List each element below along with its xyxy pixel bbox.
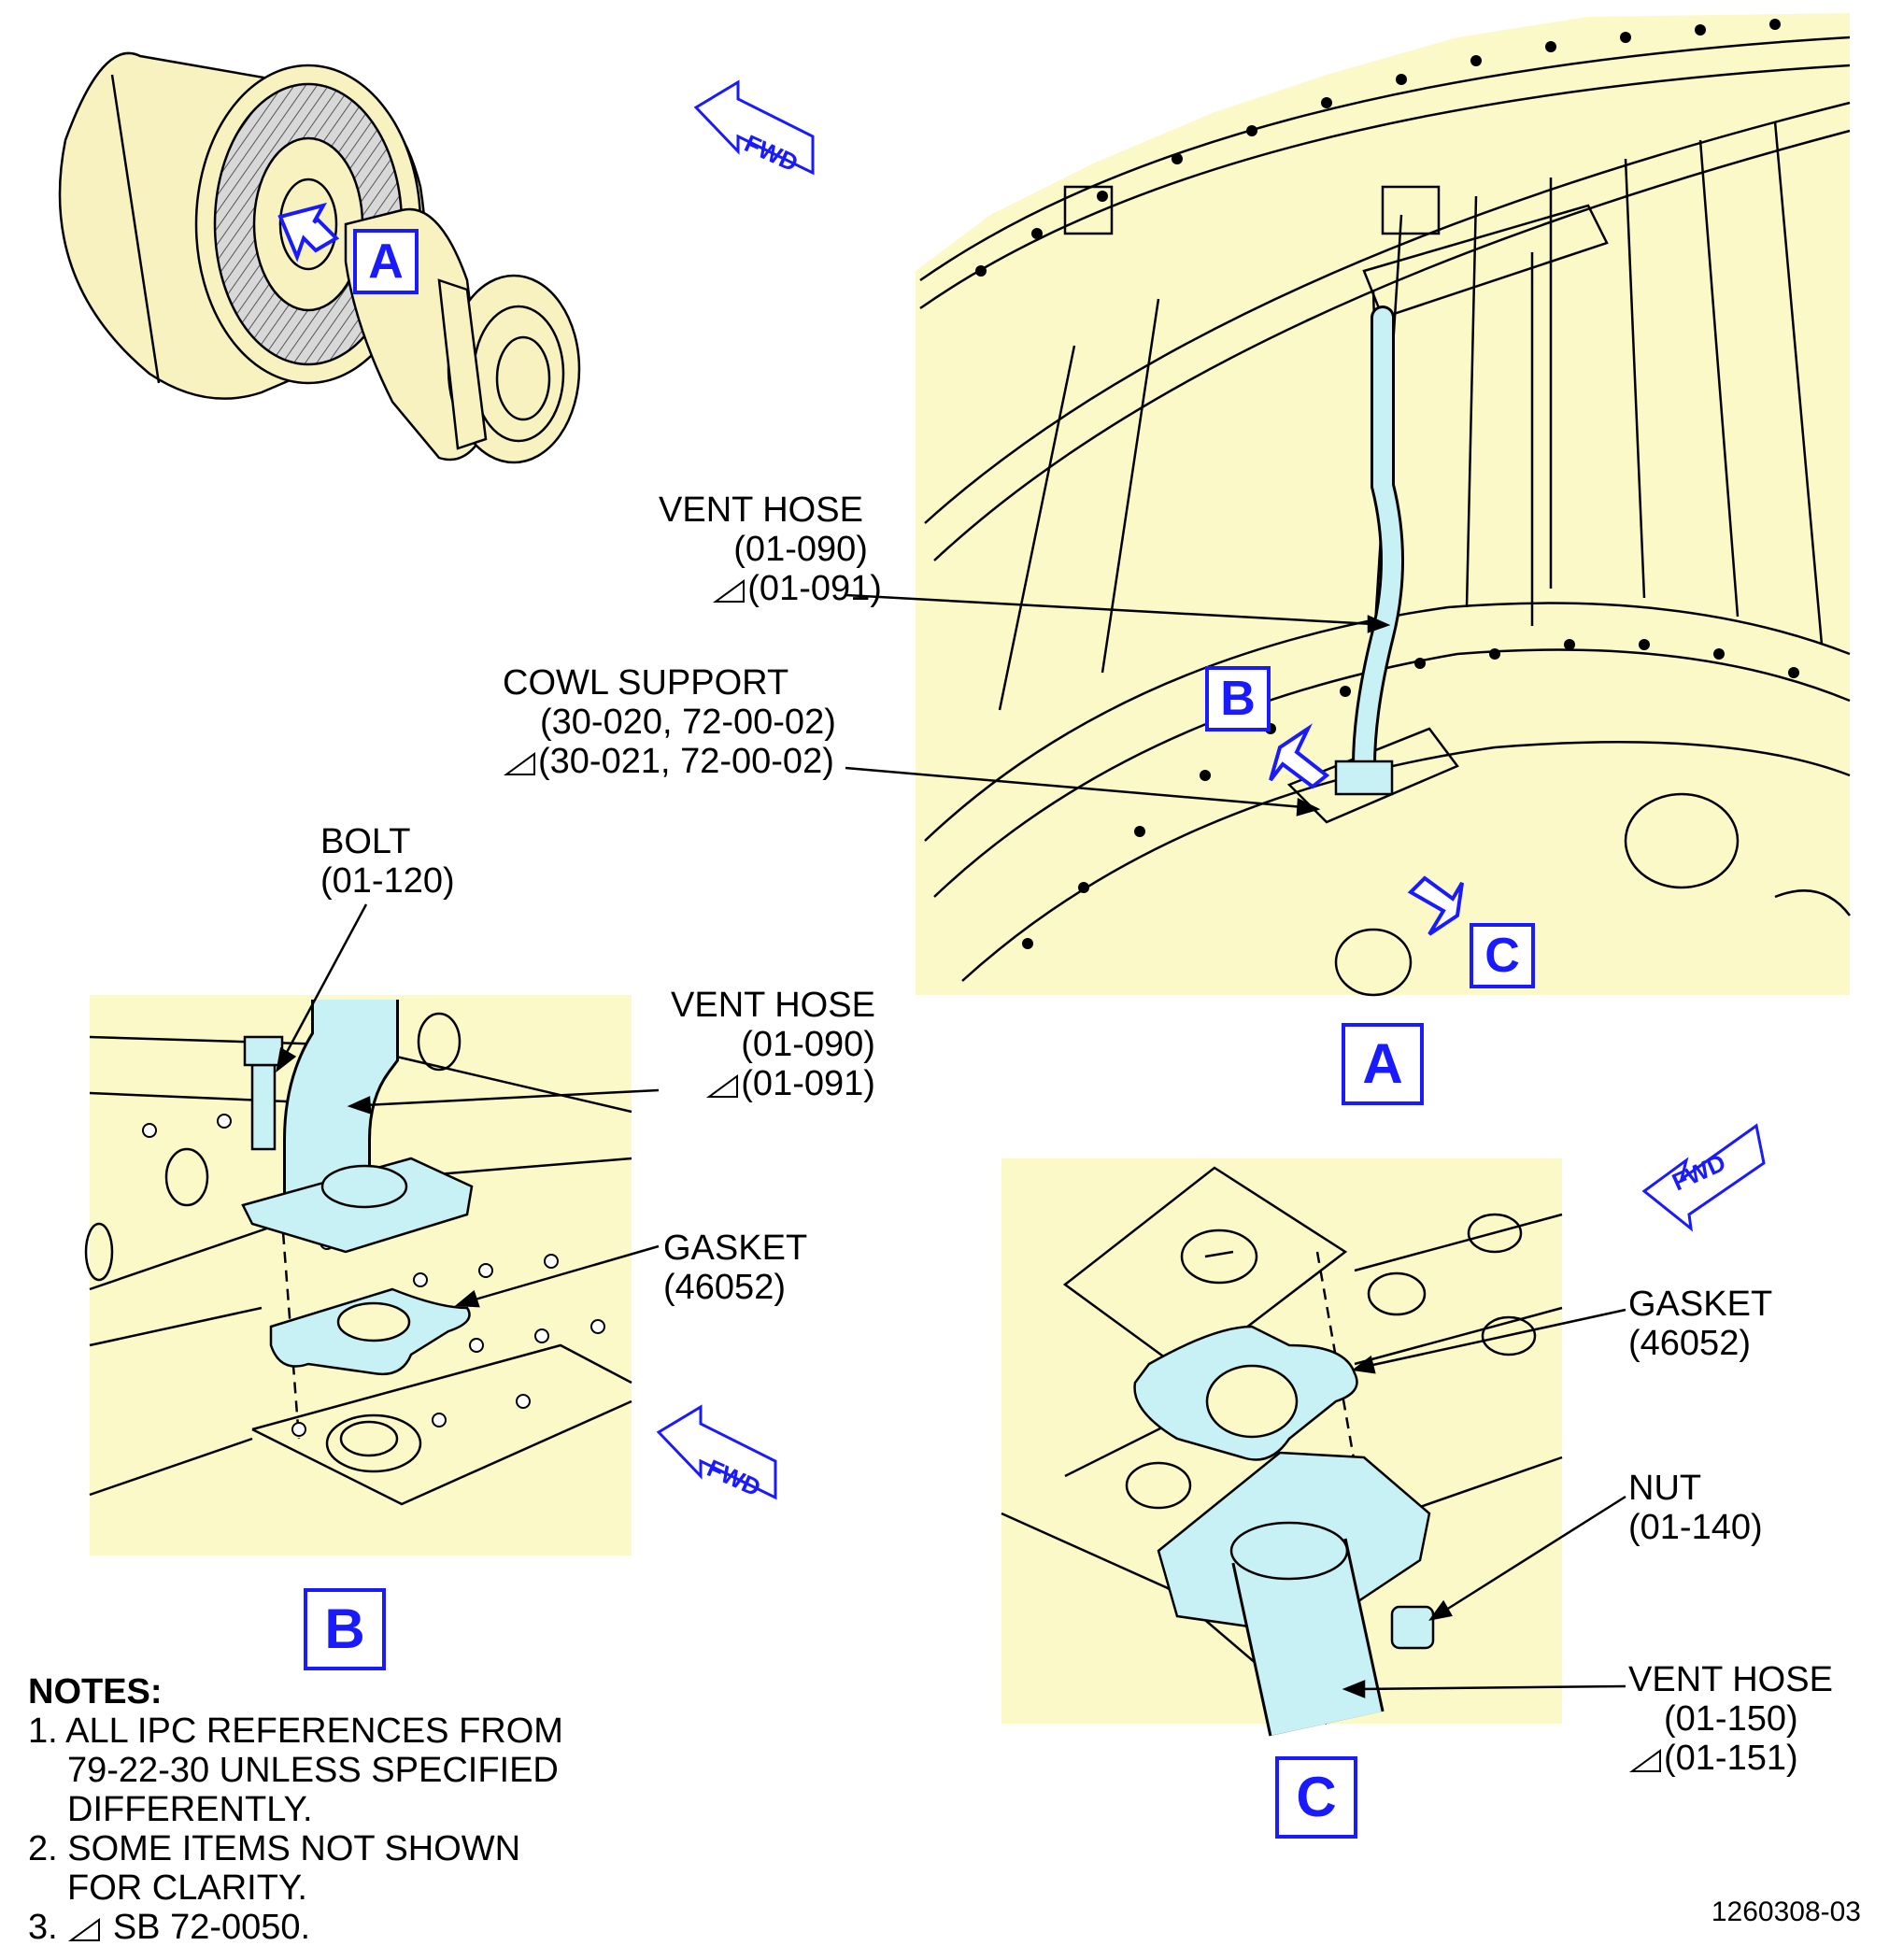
- engine-locator-drawing: [58, 51, 581, 464]
- callout-cowl-support-ref1: (30-020, 72-00-02): [540, 703, 836, 742]
- note-3-text: SB 72-0050.: [112, 1908, 311, 1947]
- notes-heading: NOTES:: [28, 1672, 163, 1711]
- view-label-a-main: A: [1342, 1023, 1424, 1105]
- callout-vent-hose-c-ref2: (01-151): [1664, 1739, 1798, 1778]
- callout-vent-hose-b-ref1: (01-090): [741, 1025, 875, 1064]
- callout-gasket-b-ref1: (46052): [663, 1268, 786, 1307]
- sb-note-triangle-icon: [1628, 1741, 1664, 1772]
- callout-vent-hose-a-ref2-row: (01-091): [659, 569, 882, 608]
- sb-note-triangle-icon: [503, 745, 538, 775]
- callout-vent-hose-b-ref2-row: (01-091): [671, 1064, 875, 1103]
- view-b-pointer-arrow: [1269, 723, 1330, 789]
- view-label-a-small: A: [353, 229, 419, 294]
- sb-note-triangle-icon: [712, 572, 747, 603]
- fwd-arrow-top: FWD: [693, 79, 815, 178]
- callout-nut-name: NUT: [1628, 1469, 1702, 1508]
- callout-cowl-support-ref2: (30-021, 72-00-02): [538, 742, 834, 781]
- view-a-drawing: [916, 13, 1851, 997]
- view-a-pointer-arrow: [277, 202, 340, 263]
- note-1-line-2: 79-22-30 UNLESS SPECIFIED: [67, 1751, 559, 1790]
- callout-vent-hose-b-ref2: (01-091): [741, 1064, 875, 1103]
- callout-vent-hose-b: VENT HOSE (01-090) (01-091): [671, 986, 875, 1103]
- fwd-arrow-b: FWD: [656, 1404, 777, 1502]
- sb-note-triangle-icon: [67, 1910, 103, 1941]
- fwd-arrow-c: FWD: [1641, 1123, 1766, 1232]
- note-1-line-1: 1. ALL IPC REFERENCES FROM: [28, 1711, 563, 1751]
- leader-lines: [276, 593, 1626, 1698]
- callout-nut-ref1: (01-140): [1628, 1508, 1763, 1547]
- note-2-line-1: 2. SOME ITEMS NOT SHOWN: [28, 1829, 521, 1868]
- callout-vent-hose-c-name: VENT HOSE: [1628, 1660, 1833, 1699]
- callout-vent-hose-a-ref2: (01-091): [747, 569, 882, 608]
- view-c-drawing: [1001, 1158, 1563, 1737]
- view-label-b-small: B: [1205, 666, 1271, 731]
- note-3-row: 3. SB 72-0050.: [28, 1908, 563, 1947]
- callout-vent-hose-b-name: VENT HOSE: [671, 986, 875, 1025]
- callout-vent-hose-c-ref1: (01-150): [1664, 1699, 1798, 1739]
- view-b-drawing: [84, 995, 632, 1555]
- callout-vent-hose-c: VENT HOSE (01-150) (01-151): [1628, 1660, 1833, 1778]
- note-3-number: 3.: [28, 1908, 58, 1947]
- callout-cowl-support-name: COWL SUPPORT: [503, 663, 789, 703]
- callout-vent-hose-c-ref2-row: (01-151): [1628, 1739, 1833, 1778]
- callout-gasket-b: GASKET (46052): [663, 1229, 807, 1307]
- notes-block: NOTES: 1. ALL IPC REFERENCES FROM 79-22-…: [28, 1672, 563, 1947]
- callout-cowl-support-ref2-row: (30-021, 72-00-02): [503, 742, 836, 781]
- callout-vent-hose-a-name: VENT HOSE: [659, 490, 863, 530]
- view-label-c-small: C: [1470, 923, 1535, 988]
- view-c-pointer-arrow: [1407, 875, 1464, 936]
- callout-bolt: BOLT (01-120): [320, 822, 455, 901]
- callout-gasket-c-ref1: (46052): [1628, 1324, 1751, 1363]
- sb-note-triangle-icon: [705, 1067, 741, 1098]
- view-label-c-main: C: [1275, 1756, 1357, 1839]
- callout-vent-hose-a: VENT HOSE (01-090) (01-091): [659, 490, 882, 608]
- view-label-b-main: B: [304, 1588, 386, 1670]
- callout-vent-hose-a-ref1: (01-090): [733, 530, 868, 569]
- note-2-line-2: FOR CLARITY.: [67, 1868, 307, 1908]
- callout-gasket-b-name: GASKET: [663, 1229, 808, 1268]
- callout-bolt-name: BOLT: [320, 822, 411, 861]
- callout-gasket-c-name: GASKET: [1628, 1285, 1773, 1324]
- figure-id: 1260308-03: [1711, 1896, 1861, 1927]
- note-1-line-3: DIFFERENTLY.: [67, 1790, 313, 1829]
- callout-bolt-ref1: (01-120): [320, 861, 455, 901]
- callout-cowl-support: COWL SUPPORT (30-020, 72-00-02) (30-021,…: [503, 663, 836, 781]
- callout-gasket-c: GASKET (46052): [1628, 1285, 1772, 1363]
- callout-nut: NUT (01-140): [1628, 1469, 1763, 1547]
